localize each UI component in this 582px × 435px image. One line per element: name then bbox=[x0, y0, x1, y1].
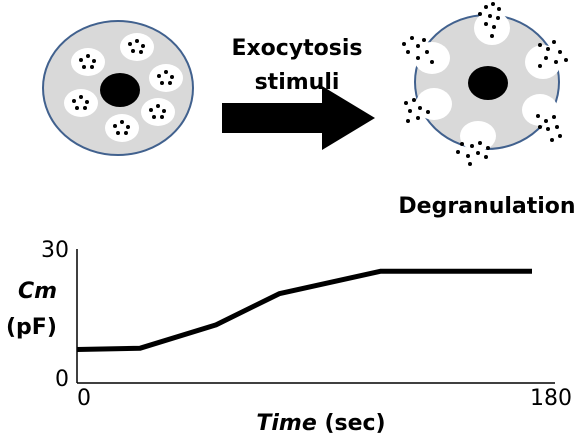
stimulus-arrow bbox=[222, 86, 375, 150]
x-axis-label-unit: (sec) bbox=[317, 411, 386, 435]
x-tick-right: 180 bbox=[530, 386, 572, 411]
x-axis-label: Time (sec) bbox=[256, 411, 385, 435]
y-tick-top: 30 bbox=[41, 238, 69, 263]
nucleus bbox=[468, 66, 508, 100]
fused-granule bbox=[474, 11, 510, 45]
degranulation-caption: Degranulation bbox=[398, 194, 575, 219]
y-tick-bottom: 0 bbox=[55, 367, 69, 392]
y-axis-label-line2: (pF) bbox=[6, 315, 57, 340]
fused-granule bbox=[460, 121, 496, 151]
granule bbox=[105, 114, 139, 142]
resting-cell bbox=[42, 20, 194, 156]
granule bbox=[71, 48, 105, 76]
granule bbox=[149, 64, 183, 92]
x-tick-left: 0 bbox=[77, 386, 91, 411]
fused-granule bbox=[522, 94, 558, 126]
granule bbox=[64, 89, 98, 117]
fused-granule bbox=[416, 88, 452, 120]
degranulating-cell bbox=[402, 2, 568, 166]
fused-granule bbox=[414, 42, 450, 74]
capacitance-trace bbox=[76, 268, 532, 352]
y-axis-label-line1: Cm bbox=[18, 279, 57, 304]
released-granule-content bbox=[402, 2, 568, 166]
fused-granule bbox=[525, 45, 561, 79]
nucleus bbox=[100, 73, 140, 107]
capacitance-chart: 30 0 0 180 Cm (pF) Time (sec) bbox=[6, 238, 572, 435]
arrow-label-line1: Exocytosis bbox=[231, 36, 362, 61]
granule bbox=[120, 33, 154, 61]
granule bbox=[141, 98, 175, 126]
x-axis-label-main: Time bbox=[256, 411, 316, 435]
